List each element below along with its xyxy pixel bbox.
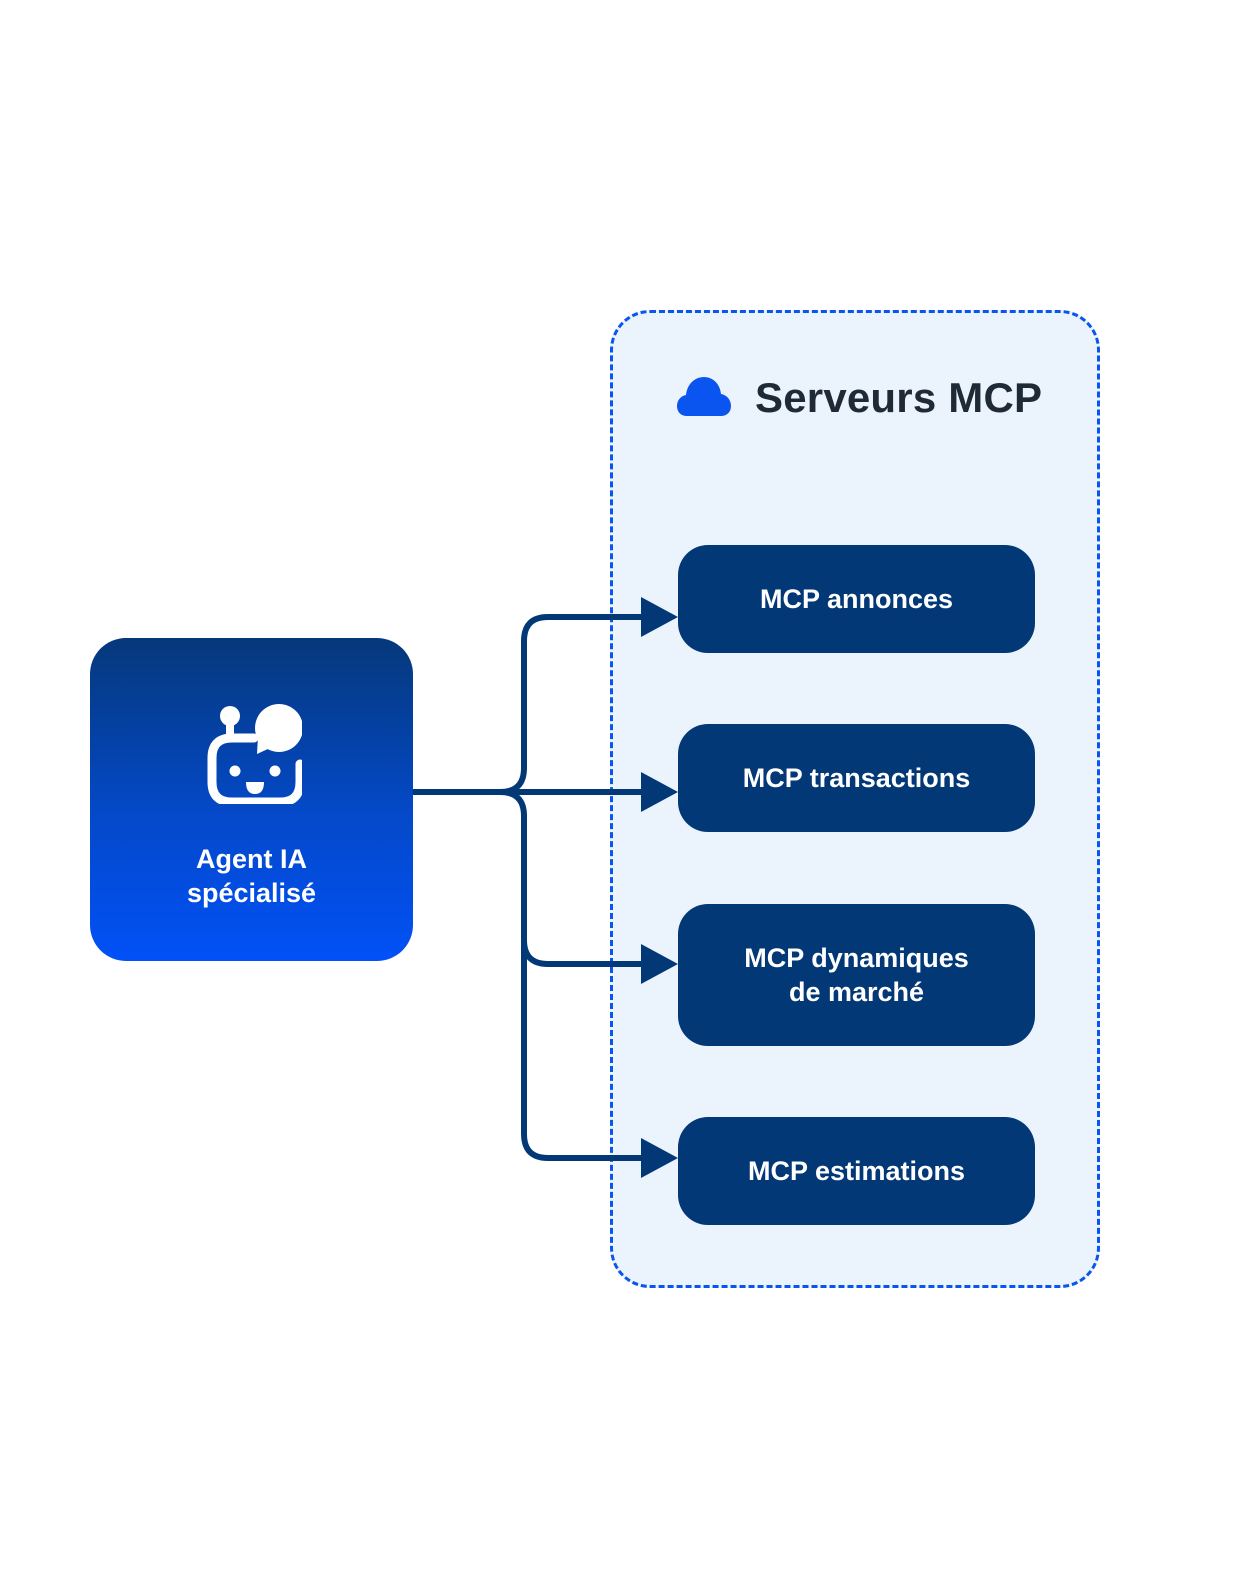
mcp-annonces-node[interactable]: MCP annonces xyxy=(678,545,1035,653)
mcp-transactions-label: MCP transactions xyxy=(742,763,971,793)
mcp-servers-header: Serveurs MCP xyxy=(677,368,1042,428)
mcp-dynamiques-node[interactable]: MCP dynamiques de marché xyxy=(678,904,1035,1046)
mcp-transactions-node[interactable]: MCP transactions xyxy=(678,724,1035,832)
cloud-icon xyxy=(677,376,731,421)
robot-chat-icon xyxy=(202,704,304,807)
mcp-estimations-label: MCP estimations xyxy=(747,1156,966,1186)
agent-label-line1: Agent IA xyxy=(196,844,307,874)
mcp-dynamiques-label-line2: de marché xyxy=(788,977,925,1007)
agent-node[interactable]: Agent IA spécialisé xyxy=(90,638,413,961)
agent-label: Agent IA spécialisé xyxy=(187,842,316,910)
mcp-estimations-node[interactable]: MCP estimations xyxy=(678,1117,1035,1225)
mcp-annonces-label: MCP annonces xyxy=(759,584,954,614)
agent-label-line2: spécialisé xyxy=(186,878,317,908)
mcp-servers-title: Serveurs MCP xyxy=(755,374,1043,421)
mcp-dynamiques-label-line1: MCP dynamiques xyxy=(744,943,969,973)
